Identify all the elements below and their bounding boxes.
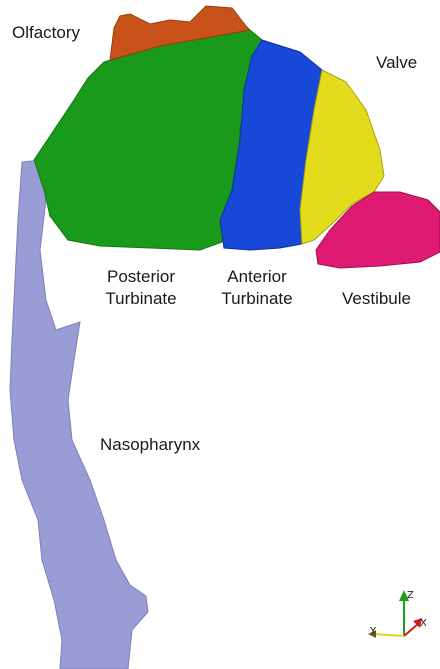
label-anterior-turbinate-line1: Anterior — [212, 266, 302, 288]
x-axis-line — [404, 624, 418, 636]
x-axis-label: X — [420, 618, 427, 629]
y-axis-line — [374, 634, 404, 636]
label-anterior-turbinate-line2: Turbinate — [212, 288, 302, 310]
label-posterior-turbinate-line1: Posterior — [96, 266, 186, 288]
label-olfactory: Olfactory — [12, 22, 80, 44]
z-axis-label: Z — [407, 590, 414, 601]
label-valve: Valve — [376, 52, 417, 74]
y-axis-label: Y — [369, 626, 377, 637]
label-nasopharynx: Nasopharynx — [100, 434, 200, 456]
label-vestibule: Vestibule — [342, 288, 411, 310]
label-anterior-turbinate: Anterior Turbinate — [212, 266, 302, 310]
axis-triad: Z X Y — [368, 590, 427, 638]
label-posterior-turbinate-line2: Turbinate — [96, 288, 186, 310]
label-posterior-turbinate: Posterior Turbinate — [96, 266, 186, 310]
